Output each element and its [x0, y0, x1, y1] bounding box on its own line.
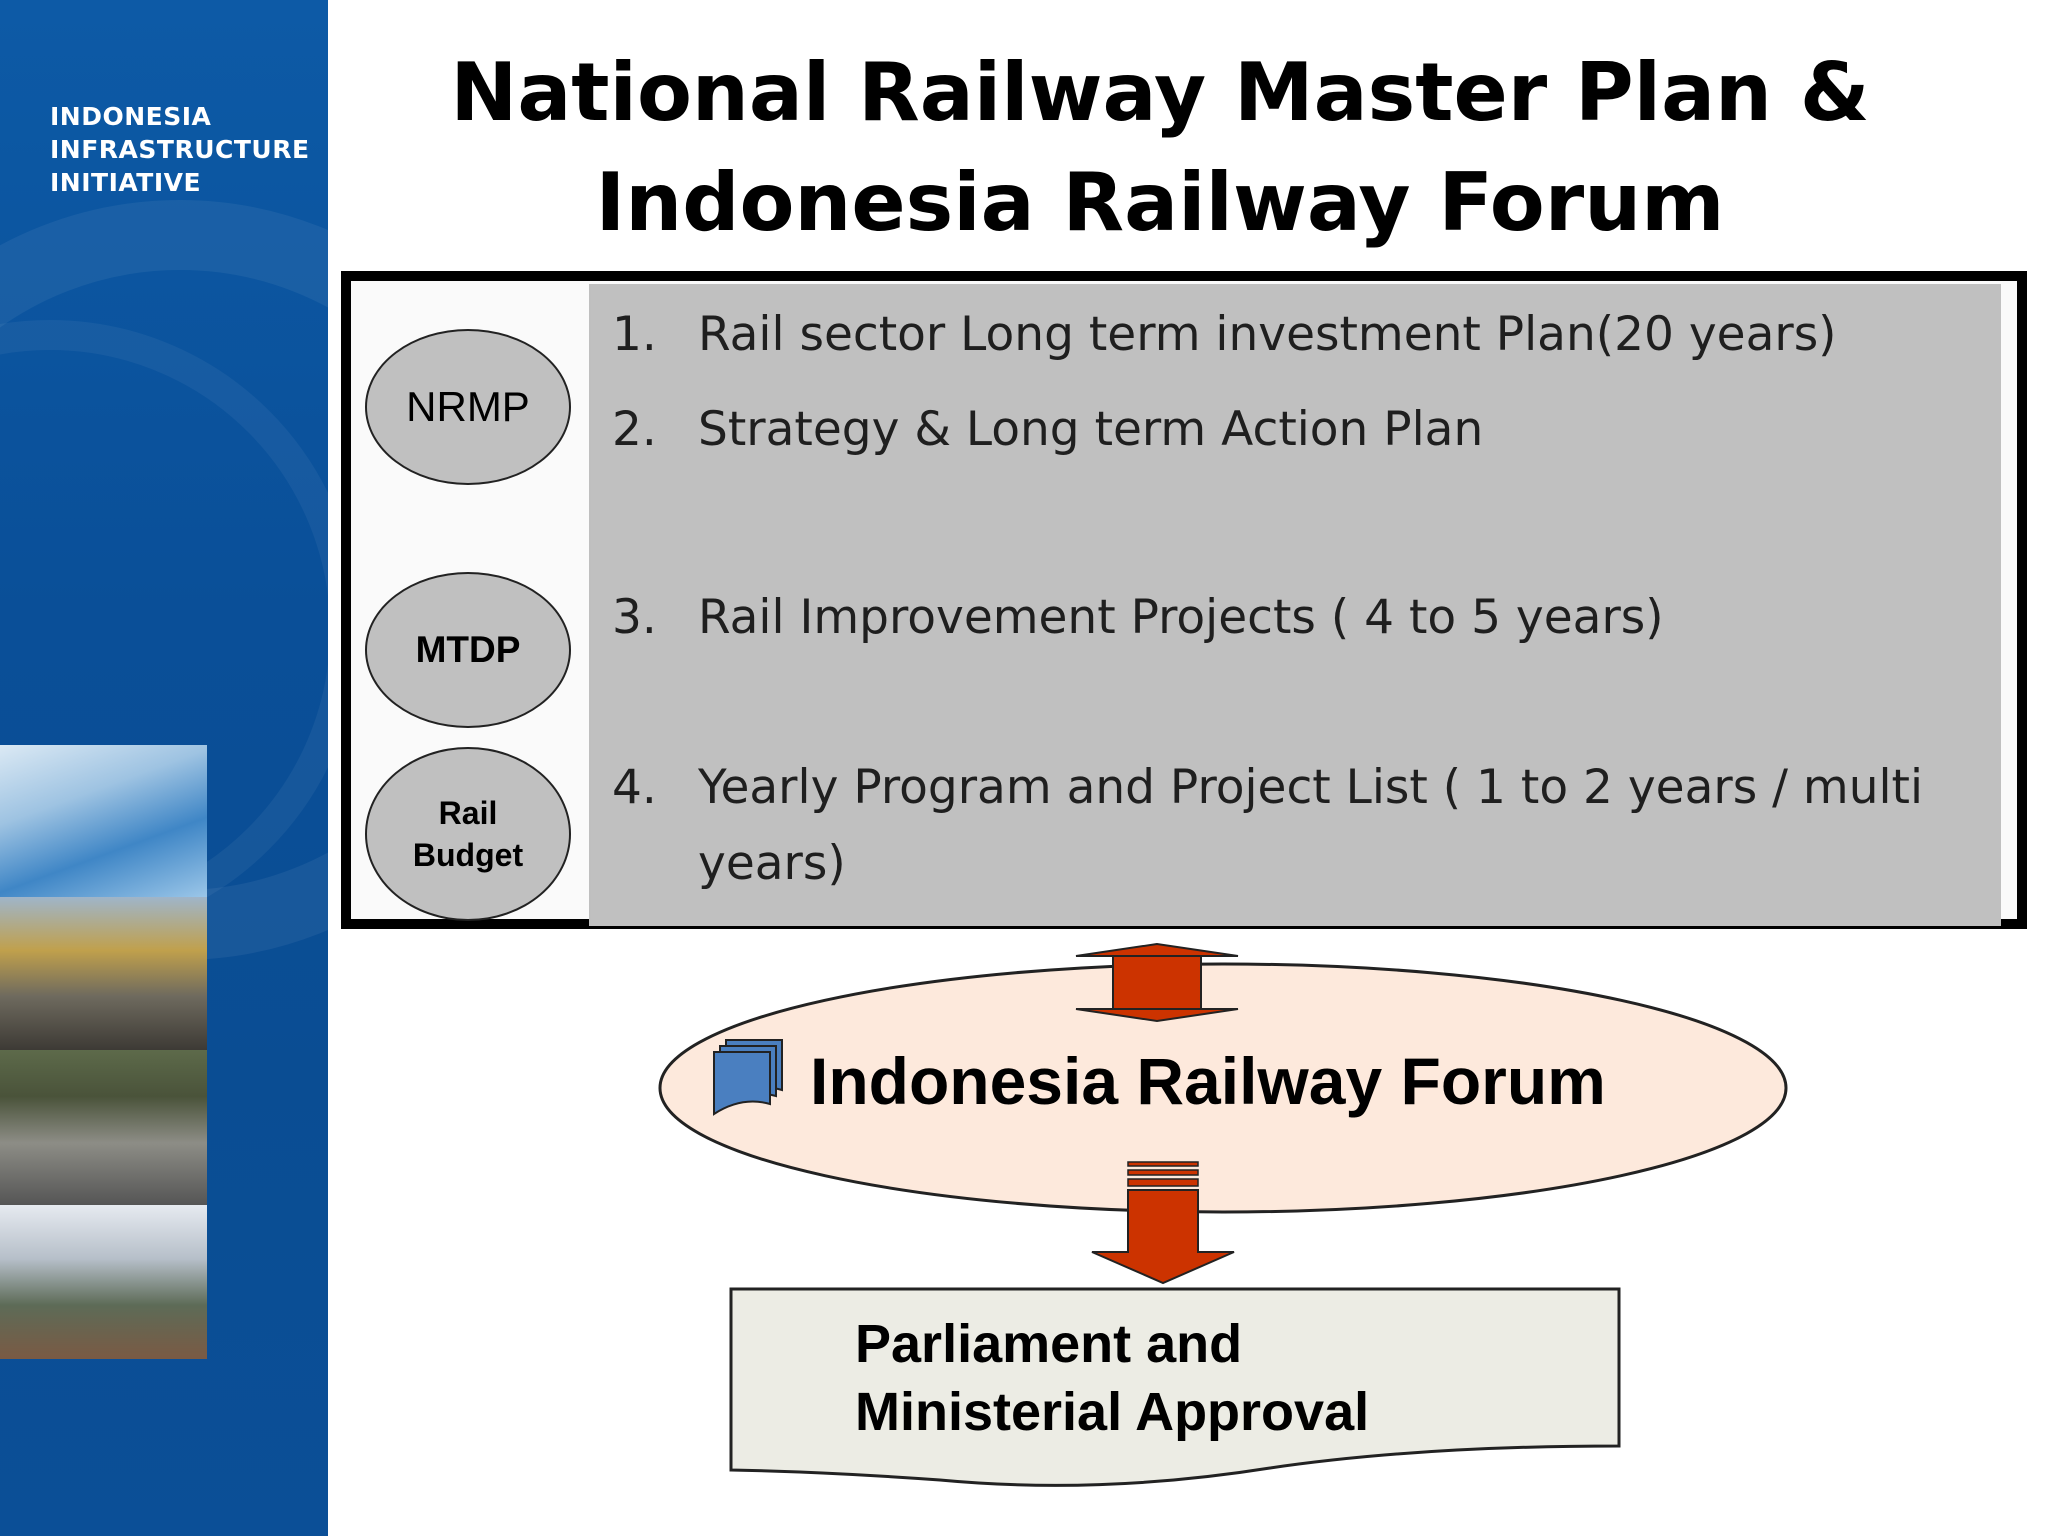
brand-line: INFRASTRUCTURE — [50, 135, 310, 164]
approval-label: Parliament and Ministerial Approval — [855, 1310, 1369, 1446]
item-text: Rail Improvement Projects ( 4 to 5 years… — [698, 590, 1664, 645]
brand-logo-text: INDONESIA INFRASTRUCTURE INITIATIVE — [50, 100, 310, 199]
document-stack-icon — [713, 1039, 783, 1116]
item-number: 2. — [612, 402, 657, 457]
approval-shape — [729, 1287, 1621, 1487]
item-text: Yearly Program and Project List ( 1 to 2… — [698, 760, 1924, 891]
plan-items-panel — [589, 284, 2001, 926]
sidebar: INDONESIA INFRASTRUCTURE INITIATIVE — [0, 0, 328, 1536]
title-line: National Railway Master Plan & — [450, 46, 1870, 139]
oval-mtdp: MTDP — [365, 572, 571, 728]
water-photo — [0, 745, 207, 897]
item-text: Rail sector Long term investment Plan(20… — [698, 307, 1837, 362]
oval-rail-budget: Rail Budget — [365, 747, 571, 921]
page-title: National Railway Master Plan & Indonesia… — [430, 38, 1890, 258]
port-photo — [0, 897, 207, 1050]
oval-label: NRMP — [406, 383, 530, 430]
oval-nrmp: NRMP — [365, 329, 571, 485]
forum-label: Indonesia Railway Forum — [810, 1044, 1606, 1118]
railway-photo — [0, 1205, 207, 1359]
oval-label: Rail — [438, 795, 498, 831]
forum-ellipse — [658, 962, 1788, 1214]
brand-line: INDONESIA — [50, 102, 212, 131]
oval-label: Budget — [412, 837, 524, 873]
oval-label: MTDP — [415, 629, 521, 670]
title-line: Indonesia Railway Forum — [595, 156, 1725, 249]
down-arrow-icon — [1091, 1161, 1235, 1285]
item-text: Strategy & Long term Action Plan — [698, 402, 1484, 457]
brand-line: INITIATIVE — [50, 168, 202, 197]
item-number: 3. — [612, 590, 657, 645]
approval-line: Parliament and — [855, 1314, 1243, 1374]
approval-line: Ministerial Approval — [855, 1382, 1370, 1442]
item-number: 4. — [612, 760, 657, 815]
double-arrow-icon — [1075, 942, 1239, 1023]
road-photo — [0, 1050, 207, 1205]
item-number: 1. — [612, 307, 657, 362]
